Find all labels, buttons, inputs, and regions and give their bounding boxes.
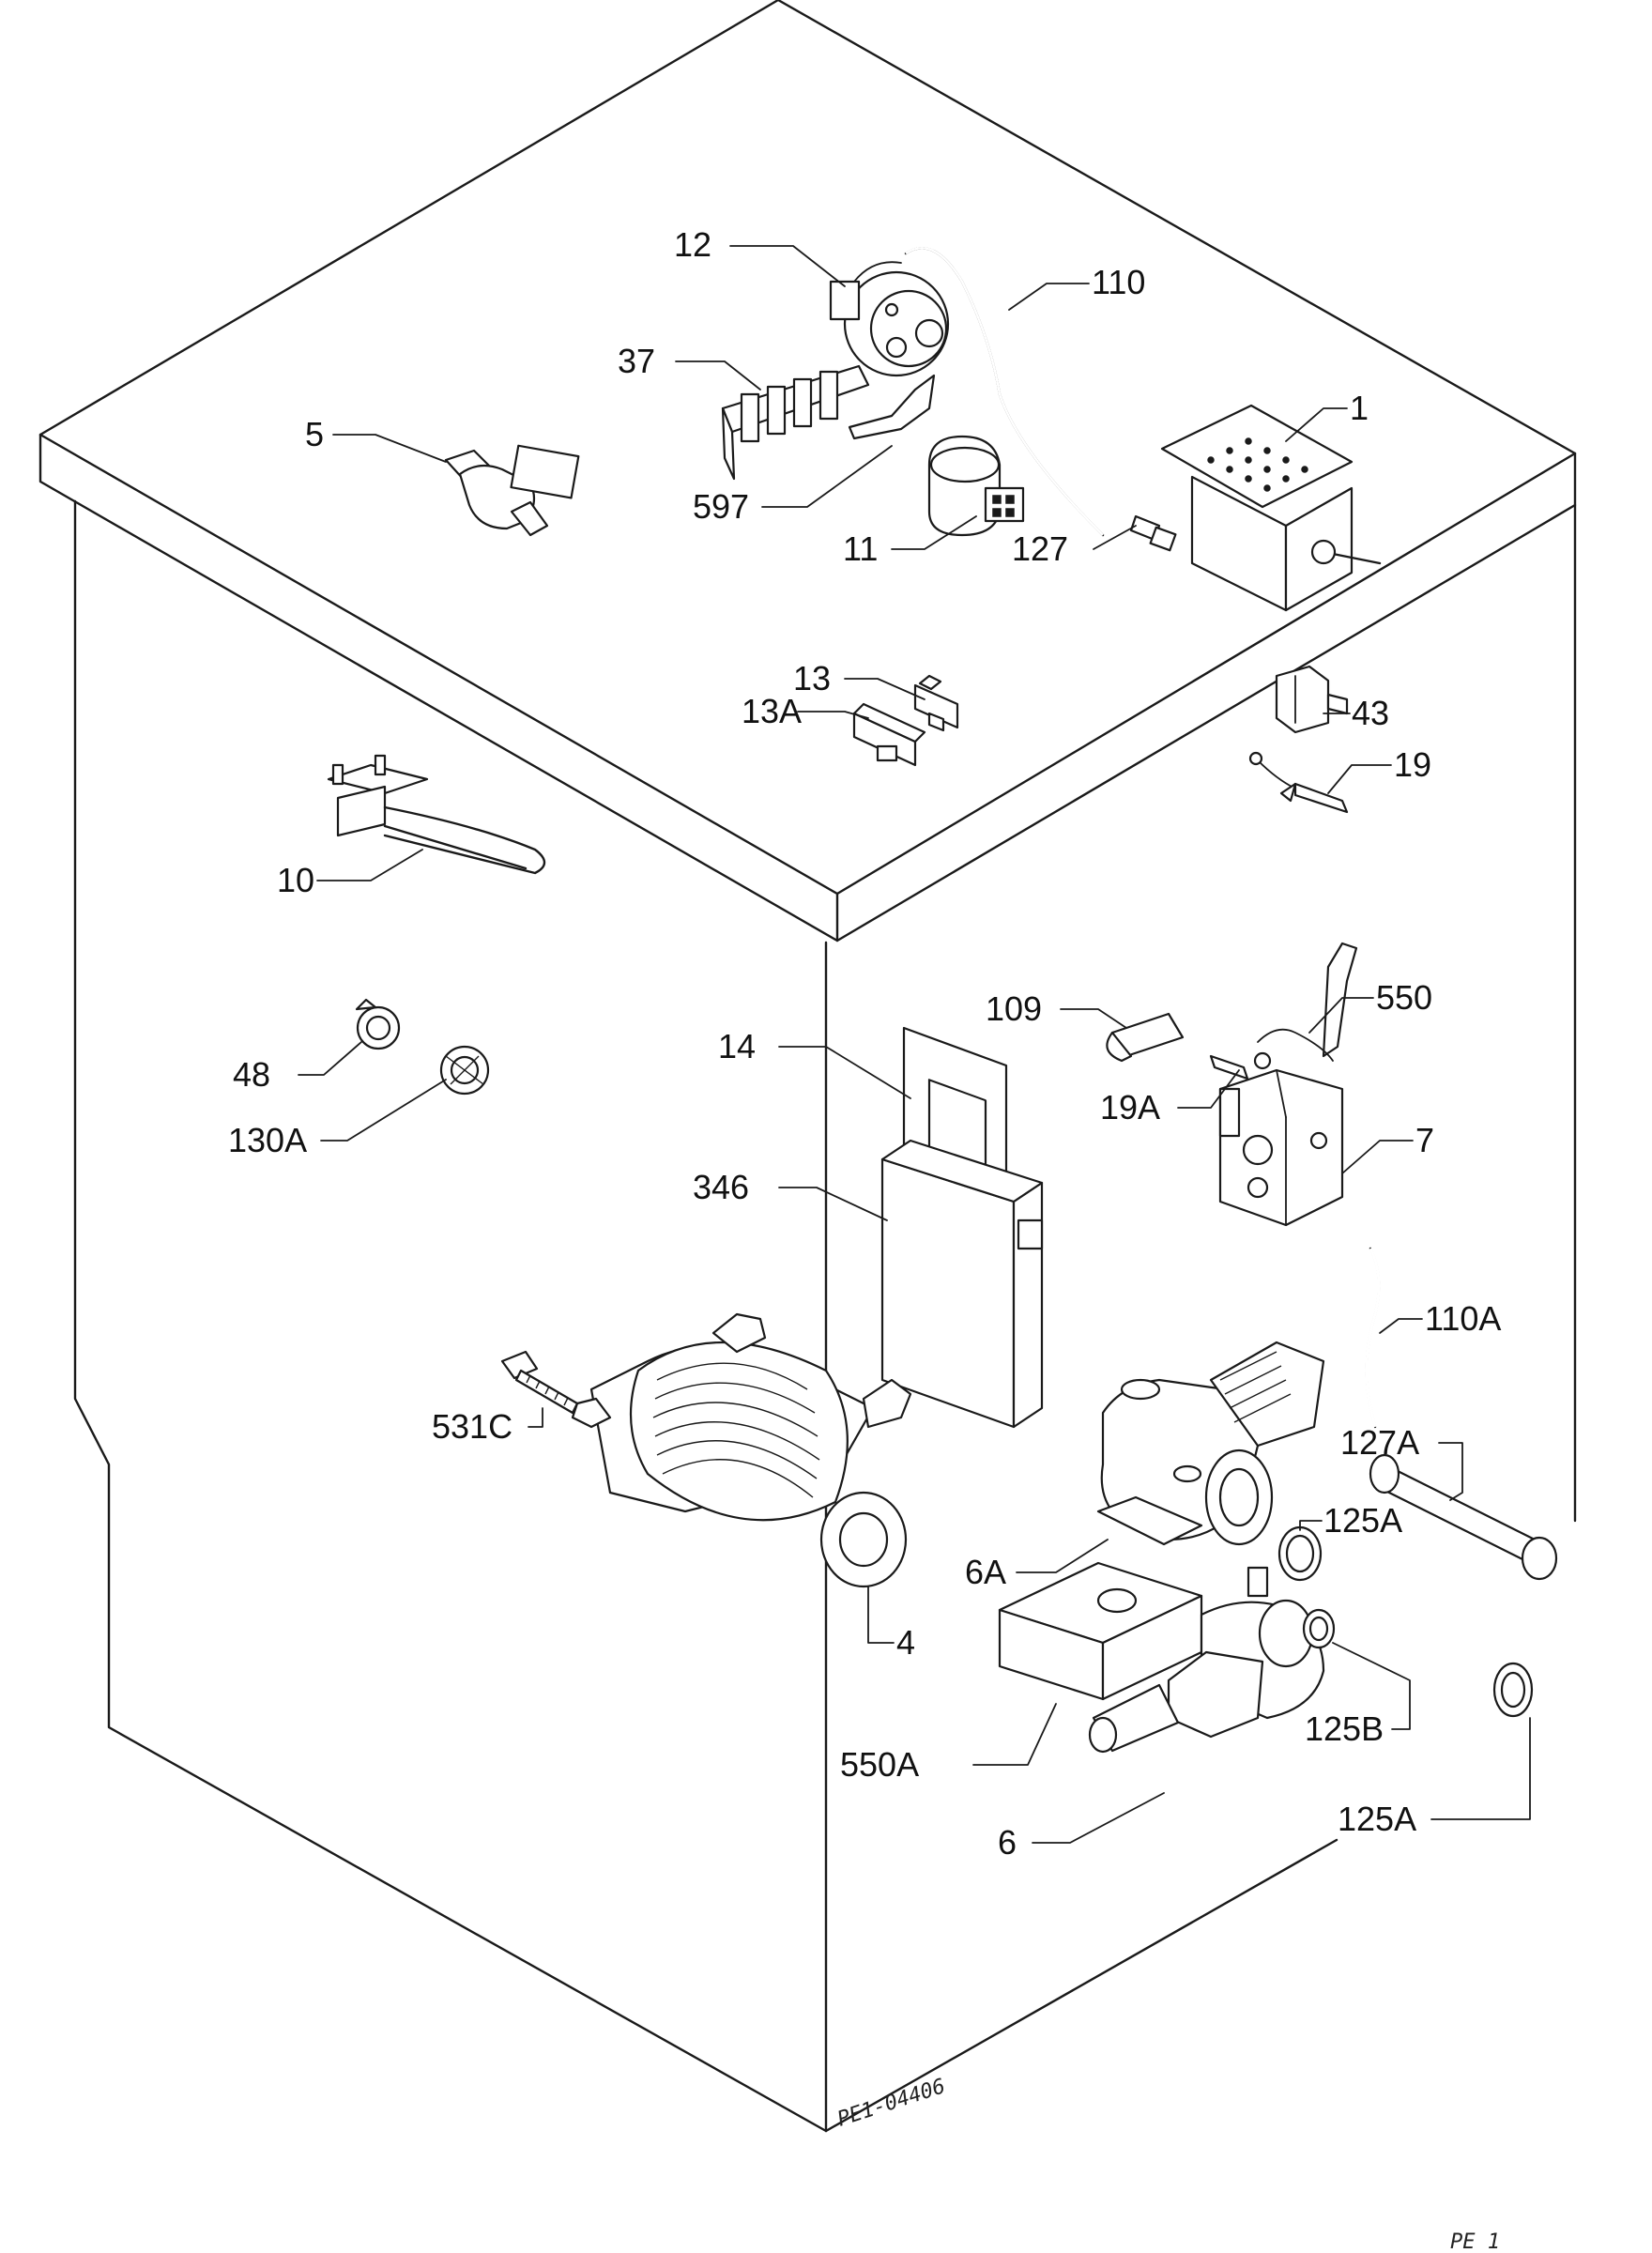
callout-6: 6 xyxy=(998,1823,1017,1862)
callout-13A: 13A xyxy=(742,692,802,730)
callout-550: 550 xyxy=(1376,978,1432,1017)
callout-10: 10 xyxy=(277,861,314,899)
leader-14 xyxy=(778,1046,911,1099)
callout-13: 13 xyxy=(793,659,831,697)
callout-19: 19 xyxy=(1394,745,1431,784)
callout-labels: 12 110 37 1 5 597 11 127 13 13A 43 19 10… xyxy=(228,225,1501,1862)
callout-37: 37 xyxy=(618,342,655,380)
leader-110A xyxy=(1379,1318,1423,1334)
callout-14: 14 xyxy=(718,1027,756,1065)
callout-110: 110 xyxy=(1092,263,1145,301)
leader-11 xyxy=(891,515,977,550)
leader-550A xyxy=(972,1703,1057,1766)
pressure-switch-part xyxy=(829,261,950,377)
callout-125A-top: 125A xyxy=(1323,1501,1402,1540)
callout-127A: 127A xyxy=(1340,1423,1419,1462)
callout-130A: 130A xyxy=(228,1121,307,1159)
temperature-sensor-part xyxy=(1248,751,1349,814)
leader-346 xyxy=(778,1187,888,1221)
cabinet-top-face xyxy=(38,0,1577,896)
leader-5 xyxy=(332,434,447,463)
capacitor-part xyxy=(927,435,1025,537)
callout-12: 12 xyxy=(674,225,711,264)
leader-10 xyxy=(316,849,423,881)
leader-19A xyxy=(1177,1069,1240,1109)
callout-19A: 19A xyxy=(1100,1088,1160,1126)
leader-6 xyxy=(1032,1792,1165,1844)
callout-125A-bottom: 125A xyxy=(1338,1800,1416,1838)
callout-6A: 6A xyxy=(965,1553,1006,1591)
cover-box-550A-part xyxy=(998,1561,1203,1701)
light-cap-part xyxy=(1106,1012,1185,1063)
callout-5: 5 xyxy=(305,415,324,453)
tube-127A-part xyxy=(1369,1453,1558,1581)
leader-4 xyxy=(867,1586,895,1644)
pressure-switch-small-part xyxy=(355,998,401,1050)
callout-7: 7 xyxy=(1415,1121,1434,1159)
leader-125B xyxy=(1332,1642,1411,1730)
leader-109 xyxy=(1060,1008,1127,1029)
callout-43: 43 xyxy=(1352,694,1389,732)
callout-597: 597 xyxy=(693,487,749,526)
leader-19 xyxy=(1327,764,1392,794)
leader-lines xyxy=(298,245,1531,1844)
pump-housing-part xyxy=(1096,1341,1325,1546)
corner-mark: PE 1 xyxy=(1450,2230,1500,2253)
callout-110A: 110A xyxy=(1425,1299,1501,1338)
leader-6A xyxy=(1016,1539,1109,1573)
callout-346: 346 xyxy=(693,1168,749,1206)
seal-125A-bottom-part xyxy=(1492,1662,1534,1718)
door-lock-harness-part xyxy=(1209,942,1358,1081)
callout-1: 1 xyxy=(1350,389,1369,427)
leader-12 xyxy=(729,245,846,287)
leader-37 xyxy=(675,360,761,391)
leader-130A xyxy=(320,1079,447,1142)
leader-550 xyxy=(1308,997,1374,1034)
bracket-part xyxy=(848,374,936,440)
seal-125B-part xyxy=(1302,1608,1336,1649)
leader-7 xyxy=(1341,1140,1414,1174)
cabinet-top-edge-left xyxy=(38,433,839,943)
door-interlock-part xyxy=(1218,1068,1344,1227)
leader-48 xyxy=(298,1041,362,1076)
callout-125B: 125B xyxy=(1305,1709,1384,1748)
leader-597 xyxy=(761,445,893,508)
callout-531C: 531C xyxy=(432,1407,512,1446)
small-plug-part xyxy=(1129,514,1177,552)
programme-timer-part xyxy=(1160,404,1382,612)
callout-4: 4 xyxy=(896,1623,915,1662)
heating-element-part xyxy=(327,754,546,875)
callout-109: 109 xyxy=(986,989,1042,1028)
callout-127: 127 xyxy=(1012,529,1068,568)
leader-125A-top xyxy=(1299,1520,1323,1531)
leader-531C xyxy=(528,1407,543,1428)
electronic-module-part xyxy=(880,1026,1044,1429)
leader-127 xyxy=(1093,525,1137,550)
callout-550A: 550A xyxy=(840,1745,919,1784)
callout-48: 48 xyxy=(233,1055,270,1094)
leader-127A xyxy=(1438,1442,1463,1501)
leader-110 xyxy=(1008,283,1090,311)
leader-13A xyxy=(797,711,869,719)
leader-13 xyxy=(844,678,925,700)
connector-parts xyxy=(852,674,959,767)
seal-125A-top-part xyxy=(1277,1525,1323,1582)
drawing-reference-number: PE1-04406 xyxy=(834,2075,948,2132)
terminal-block-part xyxy=(721,364,870,481)
grommet-part xyxy=(439,1045,490,1096)
cabinet-bottom-right-edge xyxy=(824,1838,1338,2133)
inlet-valve-part xyxy=(444,444,580,537)
callout-11: 11 xyxy=(843,529,878,568)
relay-part xyxy=(1275,665,1349,734)
pressure-hose-part xyxy=(904,247,1105,537)
cabinet-left-side xyxy=(73,499,828,2133)
hose-110A-part xyxy=(1365,1247,1381,1429)
leader-125A-bottom xyxy=(1430,1717,1531,1820)
drive-motor-part xyxy=(571,1312,912,1588)
leader-1 xyxy=(1285,407,1348,442)
screw-part xyxy=(500,1350,579,1415)
